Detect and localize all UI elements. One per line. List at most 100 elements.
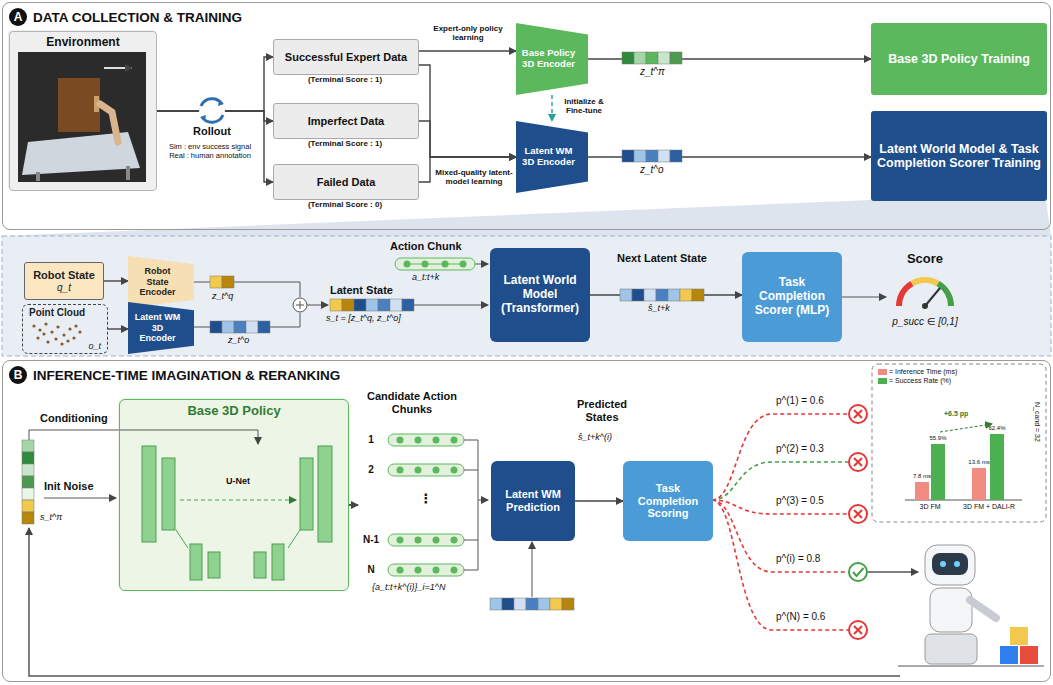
part-label: Predicted States <box>565 398 639 423</box>
scorer-box: Task Completion Scorer (MLP) <box>742 252 842 342</box>
text-holder: Robot State Encoder <box>128 256 194 308</box>
node-label: Base 3D Policy <box>187 404 280 419</box>
text-holder: Task Completion Scoring <box>623 461 713 541</box>
symbol: ŝ_t+k^(i) <box>578 432 612 442</box>
node-label: q_t <box>57 282 71 294</box>
trapezoid-fill <box>516 23 588 95</box>
text-holder: Imperfect Data <box>274 104 418 138</box>
panel-heading: INFERENCE-TIME IMAGINATION & RERANKING <box>33 368 340 384</box>
note: Sim : env success signal <box>169 143 251 152</box>
policy-box: Base 3D Policy <box>119 399 349 591</box>
trapezoid-fill <box>128 302 194 354</box>
node-label: Latent WM 3D Encoder <box>521 146 576 168</box>
symbol: s_t = [z_t^q, z_t^o] <box>326 313 401 323</box>
score-value: p^(N) = 0.6 <box>776 611 825 623</box>
callout-number: N-1 <box>363 534 379 546</box>
symbol: z_t^o <box>228 335 249 345</box>
node-label: Point Cloud <box>29 307 85 319</box>
data-box: Failed Data <box>273 164 419 200</box>
part-label: Score <box>907 252 943 267</box>
callout-number: N <box>367 564 374 576</box>
text-holder: Task Completion Scorer (MLP) <box>742 252 842 342</box>
legend-swatch <box>878 369 887 375</box>
flow-arrow <box>157 111 273 182</box>
training-box: Latent World Model & Task Completion Sco… <box>871 111 1047 201</box>
bar-value: 62.4% <box>988 425 1005 432</box>
part-label: Conditioning <box>40 412 108 425</box>
text-holder: Latent WM Prediction <box>491 461 575 541</box>
symbol: p_succ ∈ [0,1] <box>892 316 957 328</box>
text-holder: Point Cloudo_t <box>23 305 107 353</box>
symbol: a_t:t+k <box>412 272 439 282</box>
state-box: Robot Stateq_t <box>24 262 104 300</box>
symbol: z_t^q <box>212 291 233 301</box>
node-label: Latent World Model (Transformer) <box>494 274 586 315</box>
text-holder: Successful Expert Data <box>274 40 418 74</box>
axis-label: N_cand = 32 <box>1033 402 1041 442</box>
score-note: (Terminal Score : 1) <box>308 139 382 148</box>
node-label: Base Policy 3D Encoder <box>521 48 576 70</box>
score-value: p^(i) = 0.8 <box>776 553 820 565</box>
flow-arrow <box>104 280 128 281</box>
text-holder: Latent WM 3D Encoder <box>128 302 194 354</box>
model-box: Latent World Model (Transformer) <box>490 248 590 342</box>
flow-arrow <box>419 121 516 157</box>
bar-value: 55.9% <box>929 435 946 442</box>
trapezoid-fill <box>516 121 588 193</box>
node-label: Robot State <box>33 269 95 282</box>
encoder-trapezoid: Latent WM 3D Encoder <box>516 121 588 193</box>
score-value: p^(1) = 0.6 <box>776 395 824 407</box>
text-holder: Base Policy 3D Encoder <box>516 23 588 95</box>
point-cloud-box: Point Cloudo_t <box>22 304 108 354</box>
flow-label: Mixed-quality latent-model learning <box>434 168 514 186</box>
part-label: Latent State <box>330 284 393 297</box>
legend-swatch <box>878 378 887 384</box>
flow-arrow <box>108 328 128 329</box>
axis-label: 3D FM + DALI-R <box>963 503 1015 511</box>
node-label: Base 3D Policy Training <box>888 52 1030 66</box>
node-label: Environment <box>46 36 119 50</box>
encoder-trapezoid: Robot State Encoder <box>128 256 194 308</box>
environment-box: Environment <box>9 31 157 191</box>
scorer-box: Task Completion Scoring <box>623 461 713 541</box>
legend-row: = Success Rate (%) <box>878 376 957 385</box>
callout-number: 2 <box>368 464 374 476</box>
node-label: Robot State Encoder <box>133 266 182 297</box>
score-note: (Terminal Score : 1) <box>308 75 382 84</box>
axis-label: 3D FM <box>920 503 941 511</box>
flow-arrow <box>575 500 623 501</box>
init-connector <box>551 95 552 121</box>
part-label: Next Latent State <box>617 252 707 265</box>
data-box: Imperfect Data <box>273 103 419 139</box>
panel-letter: A <box>9 8 27 26</box>
trapezoid-fill <box>128 256 194 308</box>
flow-label: Expert-only policy learning <box>423 24 513 42</box>
flow-arrow <box>419 50 516 51</box>
bar-value: 7.8 ms <box>913 473 931 480</box>
panel: B INFERENCE-TIME IMAGINATION & RERANKING B… <box>2 360 1051 682</box>
panel-heading: DATA COLLECTION & TRAINING <box>33 10 242 26</box>
legend-text: = Inference Time (ms) <box>889 368 957 375</box>
callout-number: 1 <box>368 434 374 446</box>
score-value: p^(3) = 0.5 <box>776 495 824 507</box>
node-label: Latent World Model & Task Completion Sco… <box>875 142 1043 171</box>
legend-row: = Inference Time (ms) <box>878 367 957 376</box>
text-holder: Base 3D Policy <box>120 400 348 590</box>
delta-label: +6.5 pp <box>944 410 968 418</box>
symbol: z_t^o <box>640 164 664 176</box>
symbol: ŝ_t+k <box>648 303 670 313</box>
step-label: Rollout <box>193 125 231 138</box>
model-box: Latent WM Prediction <box>491 461 575 541</box>
panel-letter: B <box>9 366 27 384</box>
ellipsis: ⋮ <box>420 492 433 507</box>
legend: = Inference Time (ms)= Success Rate (%) <box>878 367 957 385</box>
text-holder: Robot Stateq_t <box>25 263 103 299</box>
score-note: (Terminal Score : 0) <box>308 200 382 209</box>
flow-label: Initialize & Fine-tune <box>556 97 612 115</box>
symbol: {a_t:t+k^(i)}_i=1^N <box>372 582 446 592</box>
node-label: Latent WM 3D Encoder <box>133 312 182 343</box>
node-label: Task Completion Scoring <box>627 482 709 520</box>
part-label: Candidate Action Chunks <box>354 390 470 415</box>
node-label: Successful Expert Data <box>285 51 407 64</box>
